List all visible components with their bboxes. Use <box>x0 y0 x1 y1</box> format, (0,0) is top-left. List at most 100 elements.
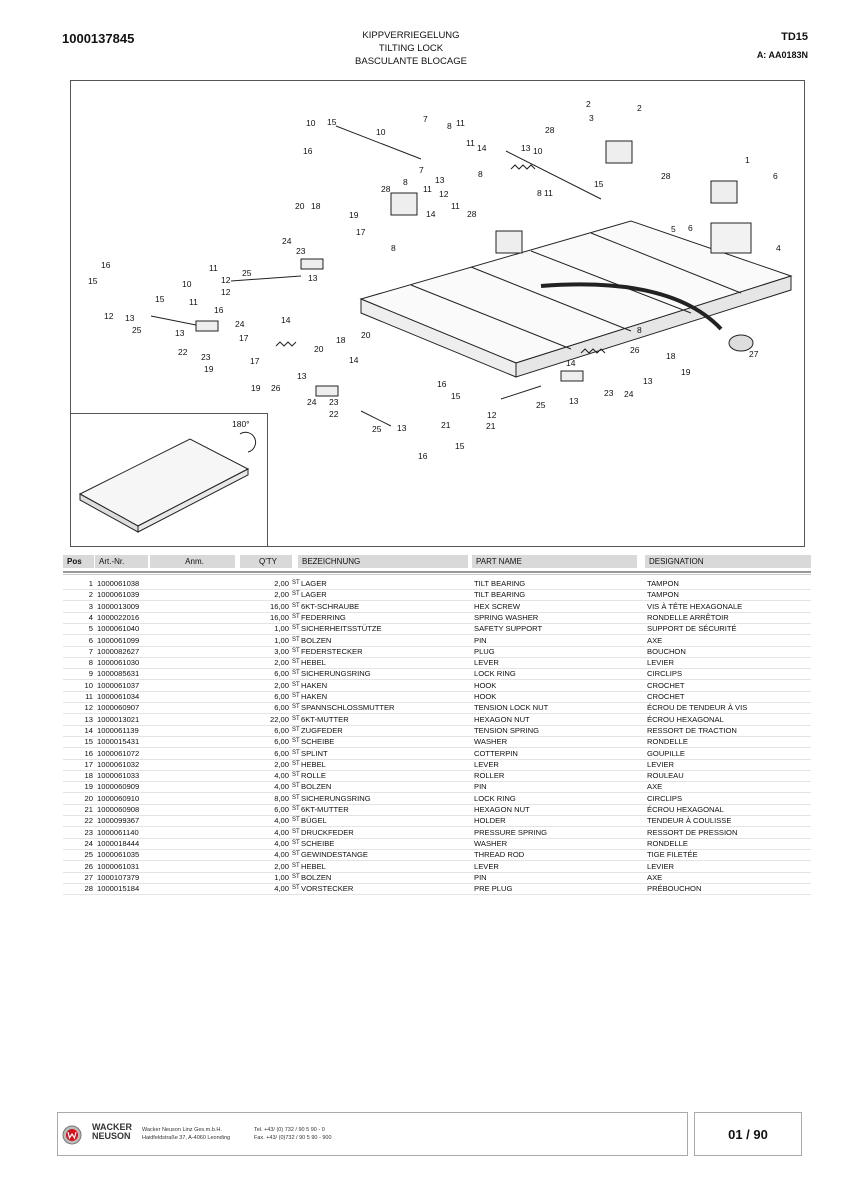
cell-unit: ST <box>292 613 300 620</box>
callout-23: 23 <box>329 397 339 407</box>
cell-unit: ST <box>292 580 300 586</box>
callout-15: 15 <box>455 441 465 451</box>
cell-part-name: WASHER <box>474 838 508 848</box>
callout-28: 28 <box>467 209 477 219</box>
cell-pos: 15 <box>84 737 93 747</box>
callout-16: 16 <box>101 260 111 270</box>
callout-16: 16 <box>437 379 447 389</box>
cell-part-name: THREAD ROD <box>474 850 525 860</box>
cell-article-number: 1000060908 <box>97 805 140 814</box>
cell-quantity: 2,00 <box>274 658 289 668</box>
callout-16: 16 <box>303 146 313 156</box>
cell-part-name: PRESSURE SPRING <box>474 827 548 837</box>
cell-part-name: HOLDER <box>474 816 506 826</box>
callout-4: 4 <box>776 243 781 253</box>
cell-quantity: 4,00 <box>274 771 289 781</box>
cell-bezeichnung: HEBEL <box>301 861 326 871</box>
cell-quantity: 2,00 <box>274 680 289 690</box>
cell-quantity: 6,00 <box>274 669 289 679</box>
cell-part-name: TENSION SPRING <box>474 725 539 735</box>
col-header-art-nr: Art.-Nr. <box>95 555 148 568</box>
col-header-anm: Anm. <box>150 555 235 568</box>
cell-bezeichnung: SPLINT <box>301 748 328 758</box>
callout-19: 19 <box>251 383 261 393</box>
cell-quantity: 6,00 <box>274 703 289 713</box>
cell-bezeichnung: SICHERUNGSRING <box>301 669 371 679</box>
cell-quantity: 4,00 <box>274 838 289 848</box>
callout-15: 15 <box>594 179 604 189</box>
cell-unit: ST <box>292 817 300 824</box>
cell-bezeichnung: SCHEIBE <box>301 737 335 747</box>
cell-bezeichnung: SICHERHEITSSTÜTZE <box>301 624 382 634</box>
callout-12: 12 <box>487 410 497 420</box>
callout-13: 13 <box>521 143 531 153</box>
cell-part-name: LOCK RING <box>474 793 516 803</box>
callout-13: 13 <box>308 273 318 283</box>
callout-23: 23 <box>201 352 211 362</box>
cell-bezeichnung: DRUCKFEDER <box>301 827 354 837</box>
cell-designation: TAMPON <box>647 579 679 588</box>
phone: Tel. +43/ (0) 732 / 90 5 90 - 0 <box>254 1127 325 1133</box>
cell-designation: ÉCROU HEXAGONAL <box>647 714 724 724</box>
cell-pos: 12 <box>84 703 93 713</box>
callout-15: 15 <box>88 276 98 286</box>
callout-22: 22 <box>329 409 339 419</box>
callout-8: 8 <box>637 325 642 335</box>
cell-unit: ST <box>292 647 300 654</box>
callout-21: 21 <box>441 420 451 430</box>
cell-unit: ST <box>292 851 300 858</box>
cell-pos: 3 <box>88 601 93 611</box>
cell-quantity: 1,00 <box>274 624 289 634</box>
cell-unit: ST <box>292 828 300 835</box>
callout-21: 21 <box>486 421 496 431</box>
cell-pos: 27 <box>84 872 93 882</box>
cell-unit: ST <box>292 726 300 733</box>
cell-bezeichnung: FEDERSTECKER <box>301 646 363 656</box>
cell-unit: ST <box>292 670 300 677</box>
callout-24: 24 <box>282 236 292 246</box>
cell-article-number: 1000013021 <box>97 714 140 724</box>
cell-article-number: 1000061034 <box>97 692 140 701</box>
cell-article-number: 1000060909 <box>97 782 140 792</box>
cell-designation: GOUPILLE <box>647 748 685 758</box>
callout-12: 12 <box>221 275 231 285</box>
cell-quantity: 6,00 <box>274 692 289 701</box>
callout-14: 14 <box>349 355 359 365</box>
callout-15: 15 <box>451 391 461 401</box>
cell-bezeichnung: GEWINDESTANGE <box>301 850 368 860</box>
cell-bezeichnung: HEBEL <box>301 658 326 668</box>
callout-14: 14 <box>426 209 436 219</box>
cell-pos: 28 <box>84 884 93 894</box>
cell-unit: ST <box>292 760 300 767</box>
cell-article-number: 1000061032 <box>97 759 140 769</box>
cell-designation: SUPPORT DE SÉCURITÉ <box>647 624 737 634</box>
cell-pos: 2 <box>88 590 93 600</box>
cell-part-name: HEXAGON NUT <box>474 714 530 724</box>
cell-designation: AXE <box>647 872 663 882</box>
callout-16: 16 <box>418 451 428 461</box>
cell-quantity: 6,00 <box>274 748 289 758</box>
cell-bezeichnung: SICHERUNGSRING <box>301 793 371 803</box>
cell-pos: 11 <box>85 692 93 701</box>
cell-article-number: 1000107379 <box>97 872 140 882</box>
page-number: 01 / 90 <box>694 1112 802 1156</box>
callout-17: 17 <box>356 227 366 237</box>
callout-20: 20 <box>361 330 371 340</box>
cell-bezeichnung: HAKEN <box>301 692 328 701</box>
cell-part-name: HEX SCREW <box>474 601 520 611</box>
cell-quantity: 2,00 <box>274 861 289 871</box>
cell-part-name: TILT BEARING <box>474 579 526 588</box>
callout-12: 12 <box>221 287 231 297</box>
cell-quantity: 1,00 <box>274 872 289 882</box>
cell-designation: BOUCHON <box>647 646 686 656</box>
cell-article-number: 1000022016 <box>97 612 140 622</box>
cell-pos: 21 <box>84 805 93 814</box>
